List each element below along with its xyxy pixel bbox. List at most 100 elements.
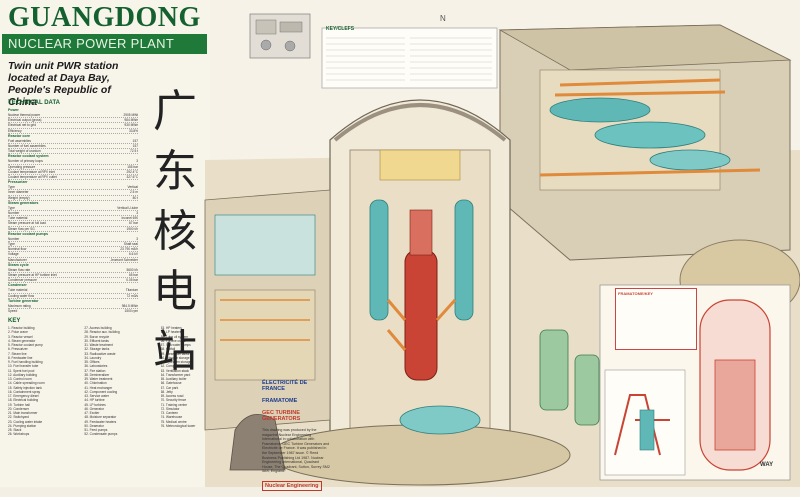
key-item: 75. Medical centre	[160, 419, 187, 424]
key-item: 59. Diesel fuel tanks	[160, 351, 190, 356]
water-tank	[399, 405, 481, 435]
spec-label: Efficiency	[8, 128, 22, 133]
spec-label: Condenser pressure	[8, 278, 37, 283]
spec-value: 984 MWe	[124, 118, 138, 123]
spec-label: Coolant temperature at RPV inlet	[8, 169, 55, 174]
key-item: 32. Storage tanks	[84, 347, 110, 352]
key-item: 55. Lube oil system	[160, 334, 189, 339]
spec-value: 5600 t/h	[126, 267, 138, 272]
polar-crane	[379, 149, 461, 181]
cutaway-illustration	[204, 13, 800, 487]
spent-fuel-pool	[214, 214, 316, 276]
key-item: 7. Steam line	[8, 351, 27, 356]
spec-label: Steam flow per SG	[8, 226, 35, 231]
key-item: 50. Deaerator	[84, 423, 104, 428]
key-item: 38. Demineralizer	[84, 372, 110, 377]
hp-turbine	[549, 97, 651, 123]
spec-label: Steam pressure at full load	[8, 221, 46, 226]
credits: ÉLECTRICITÉ DE FRANCE FRAMATOME GEC TURB…	[262, 380, 330, 497]
spec-value: Inconel 690	[121, 216, 138, 221]
spec-label: Tube material	[8, 288, 28, 293]
key-item: 51. Feed pumps	[84, 428, 108, 432]
key-item: 1. Reactor building	[8, 326, 35, 330]
key-item: 47. Exciter	[84, 411, 100, 415]
key-item: 17. Emergency diesel	[8, 394, 39, 398]
key-item: 48. Moisture separator	[84, 415, 117, 420]
spec-value: Jeumont Schneider	[110, 257, 138, 262]
spec-value: 80 t	[132, 195, 138, 200]
key-item: 53. HP heaters	[160, 326, 182, 330]
key-item: 3. Reactor vessel	[8, 334, 33, 339]
key-item: 63. Ventilation stack	[160, 368, 190, 373]
key-item: 6. Pressurizer	[8, 347, 28, 352]
spec-label: Total weight of uranium	[8, 149, 41, 154]
key-item: 12. Auxiliary building	[8, 372, 38, 377]
key-item: 71. Training centre	[160, 402, 188, 407]
spec-value: 67 bar	[128, 221, 138, 226]
framatome-key-title: FRAMATOME/KEY	[618, 291, 653, 296]
legend-box	[321, 27, 498, 89]
spec-label: Inner diameter	[8, 190, 29, 195]
key-item: 42. Component cooling	[84, 389, 118, 394]
key-item: 36. Laboratories	[84, 364, 108, 369]
spec-row: Manufacturer Jeumont Schneider	[8, 258, 138, 263]
key-item: 25. Stack	[8, 428, 22, 432]
key-item: 60. Nitrogen storage	[160, 355, 190, 360]
spec-label: Type	[8, 185, 15, 190]
key-item: 39. Water treatment	[84, 377, 113, 381]
key-item: 24. Pumping station	[8, 423, 37, 428]
spec-label: Manufacturer	[8, 257, 27, 262]
steam-generator-1	[369, 199, 389, 321]
way-label: WAY	[760, 462, 774, 468]
key-item: 5. Reactor coolant pump	[8, 343, 43, 347]
key-item: 21. Main transformer	[8, 411, 38, 415]
spec-label: Number of primary loops	[8, 159, 43, 164]
key-item: 76. Meteorological tower	[160, 423, 196, 428]
key-item: 54. LP heaters	[160, 330, 182, 335]
key-item: 11. Spent fuel pool	[8, 368, 35, 373]
key-item: 57. Sea water pumps	[160, 343, 191, 347]
reactor-vessel	[404, 249, 438, 381]
technical-data-heading: TECHNICAL DATA	[8, 100, 60, 106]
key-item: 69. Access road	[160, 394, 184, 398]
spec-value: 23 790 m3/h	[120, 247, 138, 252]
key-item: 46. Generator	[84, 406, 104, 411]
spec-value: 3	[136, 236, 138, 241]
key-item: 15. Safety injection tank	[8, 385, 42, 390]
spec-value: 33.8%	[128, 128, 138, 133]
spec-section-heading: Turbine generator	[8, 298, 39, 303]
key-item: 44. HP turbine	[84, 398, 105, 403]
key-item: 16. Containment spray	[8, 389, 41, 394]
storage-tank-1	[539, 329, 569, 411]
spec-label: Nuclear thermal power	[8, 113, 41, 117]
key-item: 13. Control room	[8, 377, 32, 381]
key-item: 68. Jetty	[160, 389, 173, 394]
spec-label: Number	[8, 211, 20, 216]
spec-label: Nominal flow	[8, 247, 27, 252]
spec-value: Titanium	[125, 288, 138, 293]
key-item: 23. Cooling water intake	[8, 419, 43, 424]
spec-label: Electrical net to grid	[8, 123, 36, 128]
key-item: 41. Heat exchanger	[84, 385, 113, 390]
key-item: 67. Car park	[160, 385, 179, 390]
spec-value: 65 bar	[128, 273, 138, 278]
key-item: 64. Transformer yard	[160, 372, 191, 377]
